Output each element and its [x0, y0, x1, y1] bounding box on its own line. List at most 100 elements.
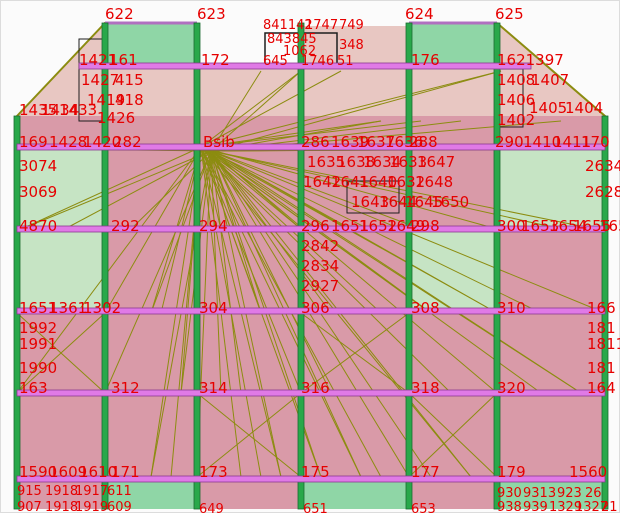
label-beam-row6: 173: [199, 463, 228, 481]
label-top-cluster: 51: [337, 54, 354, 69]
diagonal-brace: [200, 120, 382, 148]
beam: [16, 389, 606, 397]
label-mid-cluster: 1638: [337, 153, 375, 171]
label-bottom-right: 930: [497, 486, 522, 501]
label-beam-row3: 300: [497, 217, 526, 235]
label-bottom-b: 651: [303, 502, 328, 514]
column: [193, 22, 201, 510]
diagonal-brace: [210, 150, 222, 394]
column: [101, 22, 109, 510]
green-bay-bottom-2: [301, 481, 409, 509]
cross-brace: [196, 392, 302, 478]
label-beam-row2: 290: [495, 133, 524, 151]
label-mid-cluster: 1645: [405, 193, 443, 211]
label-left-cluster: 1419: [87, 91, 125, 109]
label-bottom-b: 1327: [575, 500, 608, 514]
label-beam-row2: 169: [19, 133, 48, 151]
label-beam-row6: 177: [411, 463, 440, 481]
label-mid-cluster: 1632: [387, 173, 425, 191]
label-beam-row5: 314: [199, 379, 228, 397]
label-top-node: 622: [105, 5, 134, 23]
label-top-node: 625: [495, 5, 524, 23]
cross-brace: [300, 312, 410, 394]
label-beam-row3: 1654: [549, 217, 587, 235]
label-beam-row3: 1656: [599, 217, 620, 235]
label-beam-row5: 164: [587, 379, 616, 397]
label-bottom-b: 21: [601, 500, 618, 514]
label-beam-row4: 304: [199, 299, 228, 317]
diagonal-brace: [16, 146, 202, 232]
label-beam-row3: 1652: [359, 217, 397, 235]
diagonal-brace: [210, 150, 498, 394]
label-center: 2842: [301, 237, 339, 255]
label-left-side: 3069: [19, 183, 57, 201]
label-bottom-b: 653: [411, 502, 436, 514]
label-beam-row4: 308: [411, 299, 440, 317]
label-beam-row5: 316: [301, 379, 330, 397]
label-bottom-a: 915: [17, 484, 42, 499]
label-right-cluster: 1405: [529, 99, 567, 117]
label-mid-cluster: 1641: [331, 173, 369, 191]
label-left-cluster: 1434: [41, 101, 79, 119]
label-right-cluster: 1407: [531, 71, 569, 89]
label-left-cluster: 1433: [59, 101, 97, 119]
diagonal-brace: [210, 70, 262, 152]
beam: [16, 307, 606, 315]
cross-brace: [16, 312, 106, 394]
label-right-cluster: 1402: [497, 111, 535, 129]
label-beam-row5: 312: [111, 379, 140, 397]
pink-bay-bottom-2: [197, 481, 301, 509]
label-bottom-b: 1919: [75, 500, 108, 514]
label-beam-row4: 310: [497, 299, 526, 317]
label-beam-row3: 298: [411, 217, 440, 235]
label-beam-row6: 1590: [19, 463, 57, 481]
column: [405, 22, 413, 510]
label-beam-row3: 292: [111, 217, 140, 235]
diagonal-brace: [210, 70, 502, 152]
label-bottom-right: 9313: [523, 486, 556, 501]
label-mid-cluster: 1634: [363, 153, 401, 171]
label-beam-row2: Bsib: [203, 133, 235, 151]
label-center: 2834: [301, 257, 339, 275]
label-beam-row2: 1410: [523, 133, 561, 151]
label-mid-cluster: 1642: [303, 173, 341, 191]
label-beam-row4: 166: [587, 299, 616, 317]
label-mid-cluster: 1647: [417, 153, 455, 171]
label-beam-row6: 175: [301, 463, 330, 481]
label-right-cluster: 1408: [497, 71, 535, 89]
label-beam-row4: 1302: [83, 299, 121, 317]
diagonal-brace: [200, 70, 342, 148]
diagonal-brace: [16, 146, 202, 394]
label-beam-row2: 286: [301, 133, 330, 151]
label-bottom-b: 1918: [45, 500, 78, 514]
label-beam-row3: 1655: [573, 217, 611, 235]
mid-cluster-box: [346, 180, 400, 214]
pink-bay-bottom-3: [409, 481, 497, 509]
panel-fills: [17, 23, 607, 509]
label-left-group: 1992: [19, 319, 57, 337]
label-bottom-b: 939: [523, 500, 548, 514]
label-beam-row2: 1636: [385, 133, 423, 151]
label-beam-row3: 4870: [19, 217, 57, 235]
label-beam-row2: 1639: [331, 133, 369, 151]
label-mid-cluster: 1640: [359, 173, 397, 191]
label-beam-row6: 171: [111, 463, 140, 481]
diagonal-brace: [210, 70, 302, 152]
diagonal-brace: [200, 70, 502, 148]
cross-brace: [408, 392, 498, 478]
label-bottom-b: 938: [497, 500, 522, 514]
label-beam-row1: 1421: [79, 51, 117, 69]
column: [297, 22, 305, 510]
label-right-group: 181: [587, 359, 616, 377]
label-left-cluster: 1426: [97, 109, 135, 127]
label-top-node: 624: [405, 5, 434, 23]
label-bottom-b: 1329: [549, 500, 582, 514]
green-bay-left-2: [17, 229, 105, 311]
label-beam-row6: 1609: [49, 463, 87, 481]
label-beam-row2: 1411: [553, 133, 591, 151]
column: [493, 22, 501, 510]
diagonal-brace: [210, 150, 242, 394]
label-bottom-b: 649: [199, 502, 224, 514]
beam: [16, 225, 606, 233]
